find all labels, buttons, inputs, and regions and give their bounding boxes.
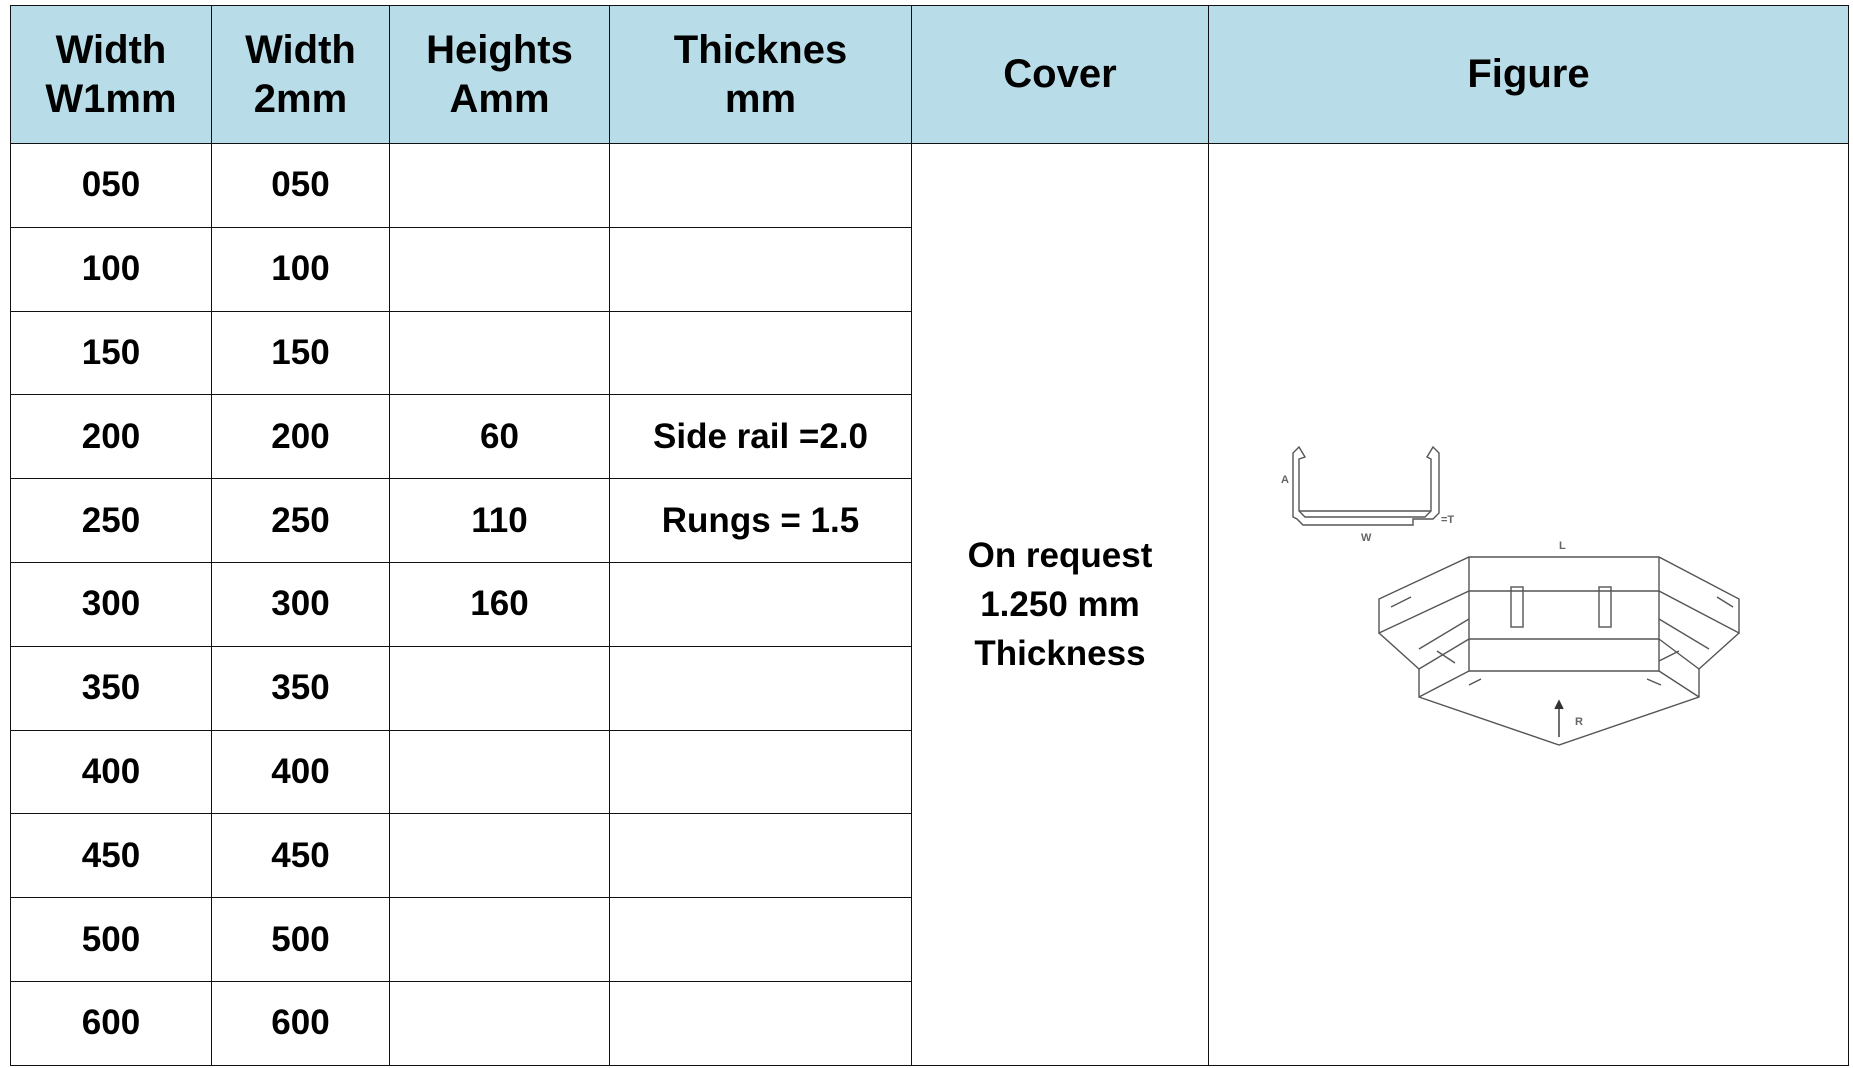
header-figure: Figure [1208,5,1849,144]
thickness-cell [609,226,912,312]
thickness-cell [609,561,912,647]
width-w1-cell: 200 [10,394,212,480]
height-cell [389,729,610,815]
table-row: 050 050 On request 1.250 mm Thickness [10,143,1849,1066]
height-cell [389,645,610,731]
header-width-2: Width 2mm [211,5,390,144]
height-cell [389,143,610,228]
table-row: 150 150 [10,310,1849,396]
width-w1-cell: 600 [10,980,212,1066]
cover-cell: On request 1.250 mm Thickness [911,143,1209,1066]
height-cell: 60 [389,394,610,480]
width-w1-cell: 350 [10,645,212,731]
thickness-cell: Rungs = 1.5 [609,478,912,563]
table-row: 500 500 [10,897,1849,982]
width-2-cell: 050 [211,143,390,228]
header-row: Width W1mm Width 2mm Heights Amm Thickne… [10,5,1849,144]
header-cover: Cover [911,5,1209,144]
figure-cell: A W =T L R [1208,143,1849,1066]
width-w1-cell: 450 [10,813,212,899]
header-heights: Heights Amm [389,5,610,144]
width-w1-cell: 250 [10,478,212,563]
height-cell [389,226,610,312]
label-l: L [1559,540,1566,552]
width-2-cell: 400 [211,729,390,815]
width-2-cell: 200 [211,394,390,480]
label-w: W [1361,532,1372,544]
width-2-cell: 600 [211,980,390,1066]
table-row: 200 200 60 Side rail =2.0 [10,394,1849,480]
height-cell [389,897,610,982]
cover-line-2: 1.250 mm [980,584,1140,624]
thickness-cell [609,310,912,396]
width-w1-cell: 500 [10,897,212,982]
height-cell [389,980,610,1066]
thickness-cell [609,729,912,815]
table-row: 400 400 [10,729,1849,815]
cable-tray-bend-drawing: A W =T L R [1281,446,1740,747]
thickness-cell [609,143,912,228]
width-w1-cell: 300 [10,561,212,647]
label-t: =T [1441,514,1454,526]
width-2-cell: 450 [211,813,390,899]
label-r: R [1575,716,1583,728]
cable-tray-spec-table: Width W1mm Width 2mm Heights Amm Thickne… [10,5,1849,1066]
table-row: 450 450 [10,813,1849,899]
cover-line-3: Thickness [974,633,1146,673]
table-row: 250 250 110 Rungs = 1.5 [10,478,1849,563]
height-cell: 160 [389,561,610,647]
width-w1-cell: 050 [10,143,212,228]
height-cell: 110 [389,478,610,563]
table-row: 350 350 [10,645,1849,731]
thickness-cell [609,645,912,731]
height-cell [389,310,610,396]
label-a: A [1281,474,1289,486]
table-row: 100 100 [10,226,1849,312]
tray-bend-outline [1377,556,1740,635]
width-2-cell: 350 [211,645,390,731]
thickness-cell [609,897,912,982]
width-w1-cell: 150 [10,310,212,396]
width-w1-cell: 400 [10,729,212,815]
width-2-cell: 300 [211,561,390,647]
width-2-cell: 150 [211,310,390,396]
thickness-cell [609,980,912,1066]
thickness-cell: Side rail =2.0 [609,394,912,480]
width-2-cell: 100 [211,226,390,312]
header-thickness: Thicknes mm [609,5,912,144]
cross-section-profile [1291,446,1440,527]
thickness-cell [609,813,912,899]
height-cell [389,813,610,899]
table-row: 600 600 [10,980,1849,1066]
cover-line-1: On request [967,535,1153,575]
width-2-cell: 500 [211,897,390,982]
width-w1-cell: 100 [10,226,212,312]
width-2-cell: 250 [211,478,390,563]
header-width-w1: Width W1mm [10,5,212,144]
